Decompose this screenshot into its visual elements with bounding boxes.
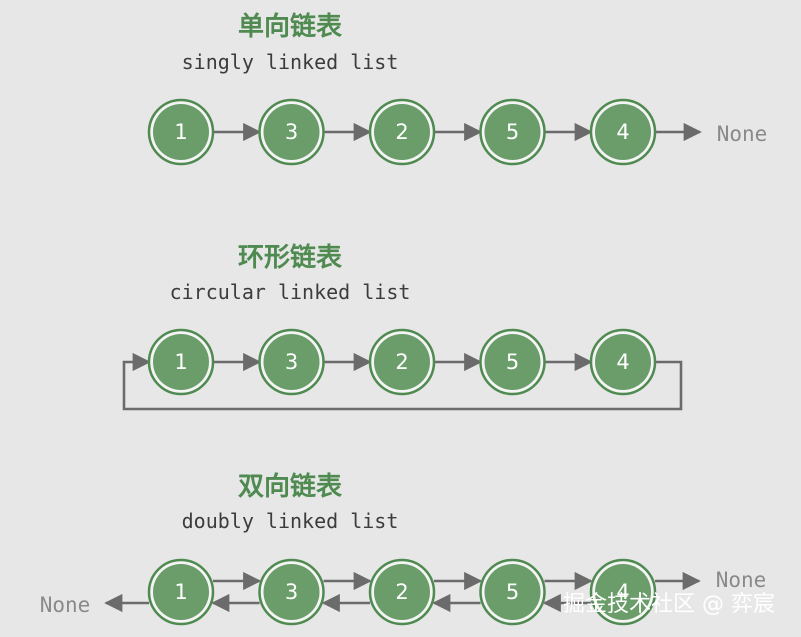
node-value: 4 <box>616 120 629 144</box>
node-body <box>374 564 430 620</box>
list-node: 1 <box>147 328 215 396</box>
list-node: 3 <box>258 558 325 626</box>
node-value: 5 <box>506 580 519 604</box>
node-body <box>263 564 320 620</box>
circular-title-en: circular linked list <box>170 280 411 304</box>
node-value: 1 <box>174 580 187 604</box>
doubly-none-left-label: None <box>40 593 91 617</box>
list-node: 5 <box>479 98 546 166</box>
node-value: 3 <box>285 120 298 144</box>
node-value: 3 <box>285 350 298 374</box>
circular-title-cn: 环形链表 <box>238 242 343 273</box>
list-node: 4 <box>589 558 657 626</box>
node-body <box>595 334 651 390</box>
node-body <box>153 564 209 620</box>
list-node: 2 <box>368 98 436 166</box>
wrap-around-arrow <box>122 352 683 411</box>
node-body <box>484 334 541 390</box>
node-value: 4 <box>616 580 629 604</box>
list-node: 5 <box>479 328 546 396</box>
singly-none-label: None <box>717 122 768 146</box>
list-node: 4 <box>589 98 657 166</box>
doubly-title-en: doubly linked list <box>182 509 399 533</box>
singly-title-en: singly linked list <box>182 50 399 74</box>
list-node: 4 <box>589 328 657 396</box>
node-body <box>484 564 541 620</box>
node-value: 1 <box>174 120 187 144</box>
doubly-none-right-label: None <box>716 568 767 592</box>
node-value: 2 <box>395 580 408 604</box>
node-value: 4 <box>616 350 629 374</box>
singly-nodes: 1 3 2 5 4 <box>147 98 702 166</box>
list-node: 2 <box>368 558 436 626</box>
node-value: 1 <box>174 350 187 374</box>
doubly-title-cn: 双向链表 <box>238 471 343 502</box>
node-body <box>263 334 320 390</box>
list-node: 1 <box>147 558 215 626</box>
singly-title-cn: 单向链表 <box>238 11 343 42</box>
node-value: 2 <box>395 120 408 144</box>
node-body <box>153 334 209 390</box>
node-value: 3 <box>285 580 298 604</box>
node-value: 2 <box>395 350 408 374</box>
list-node: 1 <box>147 98 215 166</box>
watermark-text: 掘金技术社区 @ 弈宸 <box>563 592 775 617</box>
list-node: 2 <box>368 328 436 396</box>
list-node: 3 <box>258 328 325 396</box>
node-body <box>374 334 430 390</box>
section-doubly: 双向链表 doubly linked list 1 3 2 5 4 None None <box>40 471 767 626</box>
node-body <box>595 104 651 160</box>
node-body <box>263 104 320 160</box>
doubly-nodes: 1 3 2 5 4 <box>104 558 701 626</box>
section-circular: 环形链表 circular linked list 1 3 2 5 4 <box>122 242 683 411</box>
node-value: 5 <box>506 350 519 374</box>
node-body <box>595 564 651 620</box>
list-node: 3 <box>258 98 325 166</box>
node-body <box>484 104 541 160</box>
list-node: 5 <box>479 558 546 626</box>
section-singly: 单向链表 singly linked list 1 3 2 5 4 None <box>147 11 768 166</box>
node-value: 5 <box>506 120 519 144</box>
node-body <box>374 104 430 160</box>
circular-nodes: 1 3 2 5 4 <box>122 328 683 411</box>
node-body <box>153 104 209 160</box>
